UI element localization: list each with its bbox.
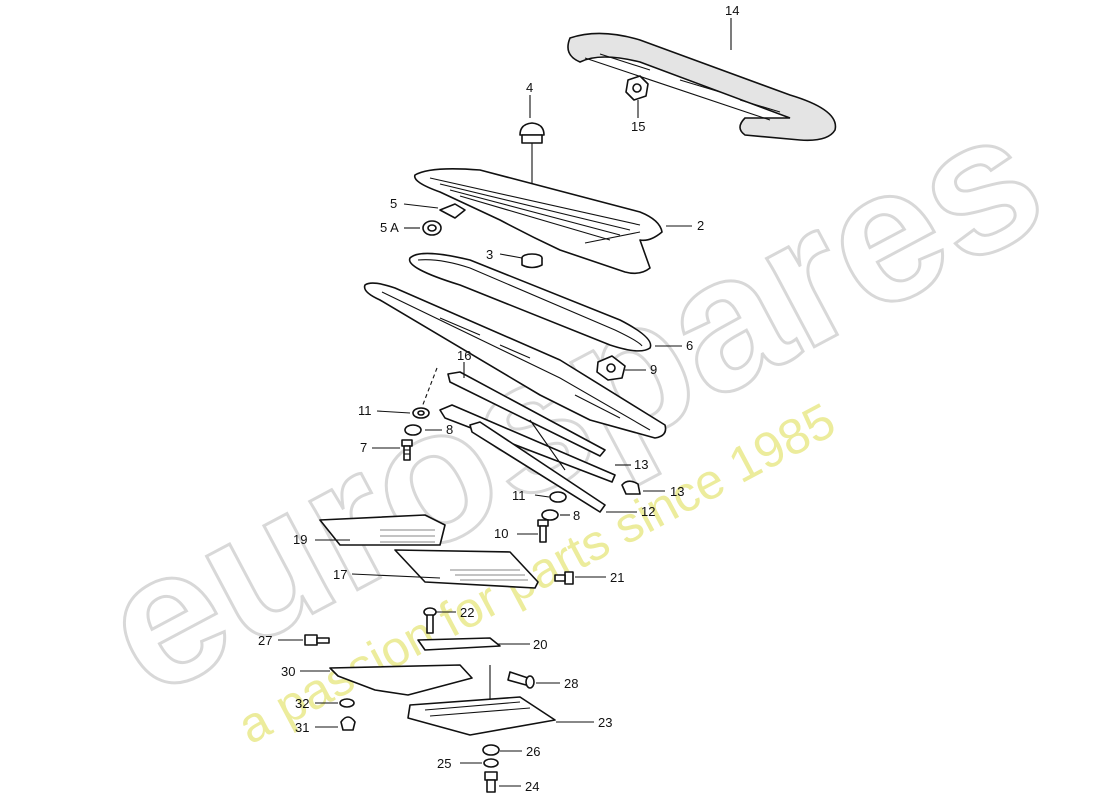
callout-13-label: 13 [634,457,648,472]
part-22-screw [554,571,574,585]
part-20-screen [319,514,446,546]
part-27-washer [482,744,500,756]
part-11-washer-right [549,491,567,503]
part-2-engine-lid [413,167,663,275]
part-9-bracket [596,355,626,381]
callout-28: 27 [258,633,272,648]
part-29-screw [489,665,535,700]
part-7-bolt [401,439,413,461]
callout-10: 10 [494,526,508,541]
callout-27: 26 [526,744,540,759]
part-10-bolt [537,519,549,543]
callout-14: 16 [457,348,471,363]
part-30-panel [329,664,473,696]
callout-32: 32 [295,696,309,711]
callout-22: 21 [610,570,624,585]
part-5-bracket [439,203,466,219]
callout-6: 6 [686,338,693,353]
callout-5a: 5 A [380,220,399,235]
callout-29: 28 [564,676,578,691]
callout-5: 5 [390,196,397,211]
part-3-bushing [521,253,543,269]
part-25-bolt [484,771,498,793]
callout-17: 15 [631,119,645,134]
callout-26: 25 [437,756,451,771]
callout-15-visible-text: 13 [670,484,684,499]
part-17-nut [625,75,649,101]
callout-24: 23 [598,715,612,730]
part-8-washer-left [404,424,422,436]
callout-25: 24 [525,779,539,794]
part-28-bolt [304,634,330,646]
callout-23: 22 [460,605,474,620]
part-14-rail [447,371,606,457]
callout-20: 19 [293,532,307,547]
part-32-washer [339,698,355,708]
part-31-grommet [340,716,356,731]
callout-16: 14 [725,3,739,18]
callout-9: 9 [650,362,657,377]
part-24-tray [407,696,556,736]
part-23-screw [423,607,437,634]
part-11-washer-left [412,407,430,419]
callout-8-left: 8 [446,422,453,437]
callout-labels: 4 14 15 5 5 A 2 3 6 9 16 11 8 7 15 13 15… [258,3,739,794]
callout-19: 17 [333,567,347,582]
part-21-strip [417,637,501,651]
part-8-washer-right [541,509,559,521]
part-6-seal [408,252,652,352]
callout-2: 2 [697,218,704,233]
lid-frame [363,282,667,439]
part-15-clip [621,480,641,495]
callout-8-right: 8 [573,508,580,523]
part-16-spoiler [567,32,837,142]
part-5a-grommet [422,220,442,236]
callout-30: 30 [281,664,295,679]
callout-7: 7 [360,440,367,455]
callout-12: 12 [641,504,655,519]
part-26-washer [483,758,499,768]
callout-11-right: 11 [512,488,526,503]
callout-11-left: 11 [358,403,372,418]
part-12-rail [469,421,606,513]
callout-4: 4 [526,80,533,95]
leader-lines [278,18,732,787]
callout-21: 20 [533,637,547,652]
callout-3: 3 [486,247,493,262]
callout-31: 31 [295,720,309,735]
